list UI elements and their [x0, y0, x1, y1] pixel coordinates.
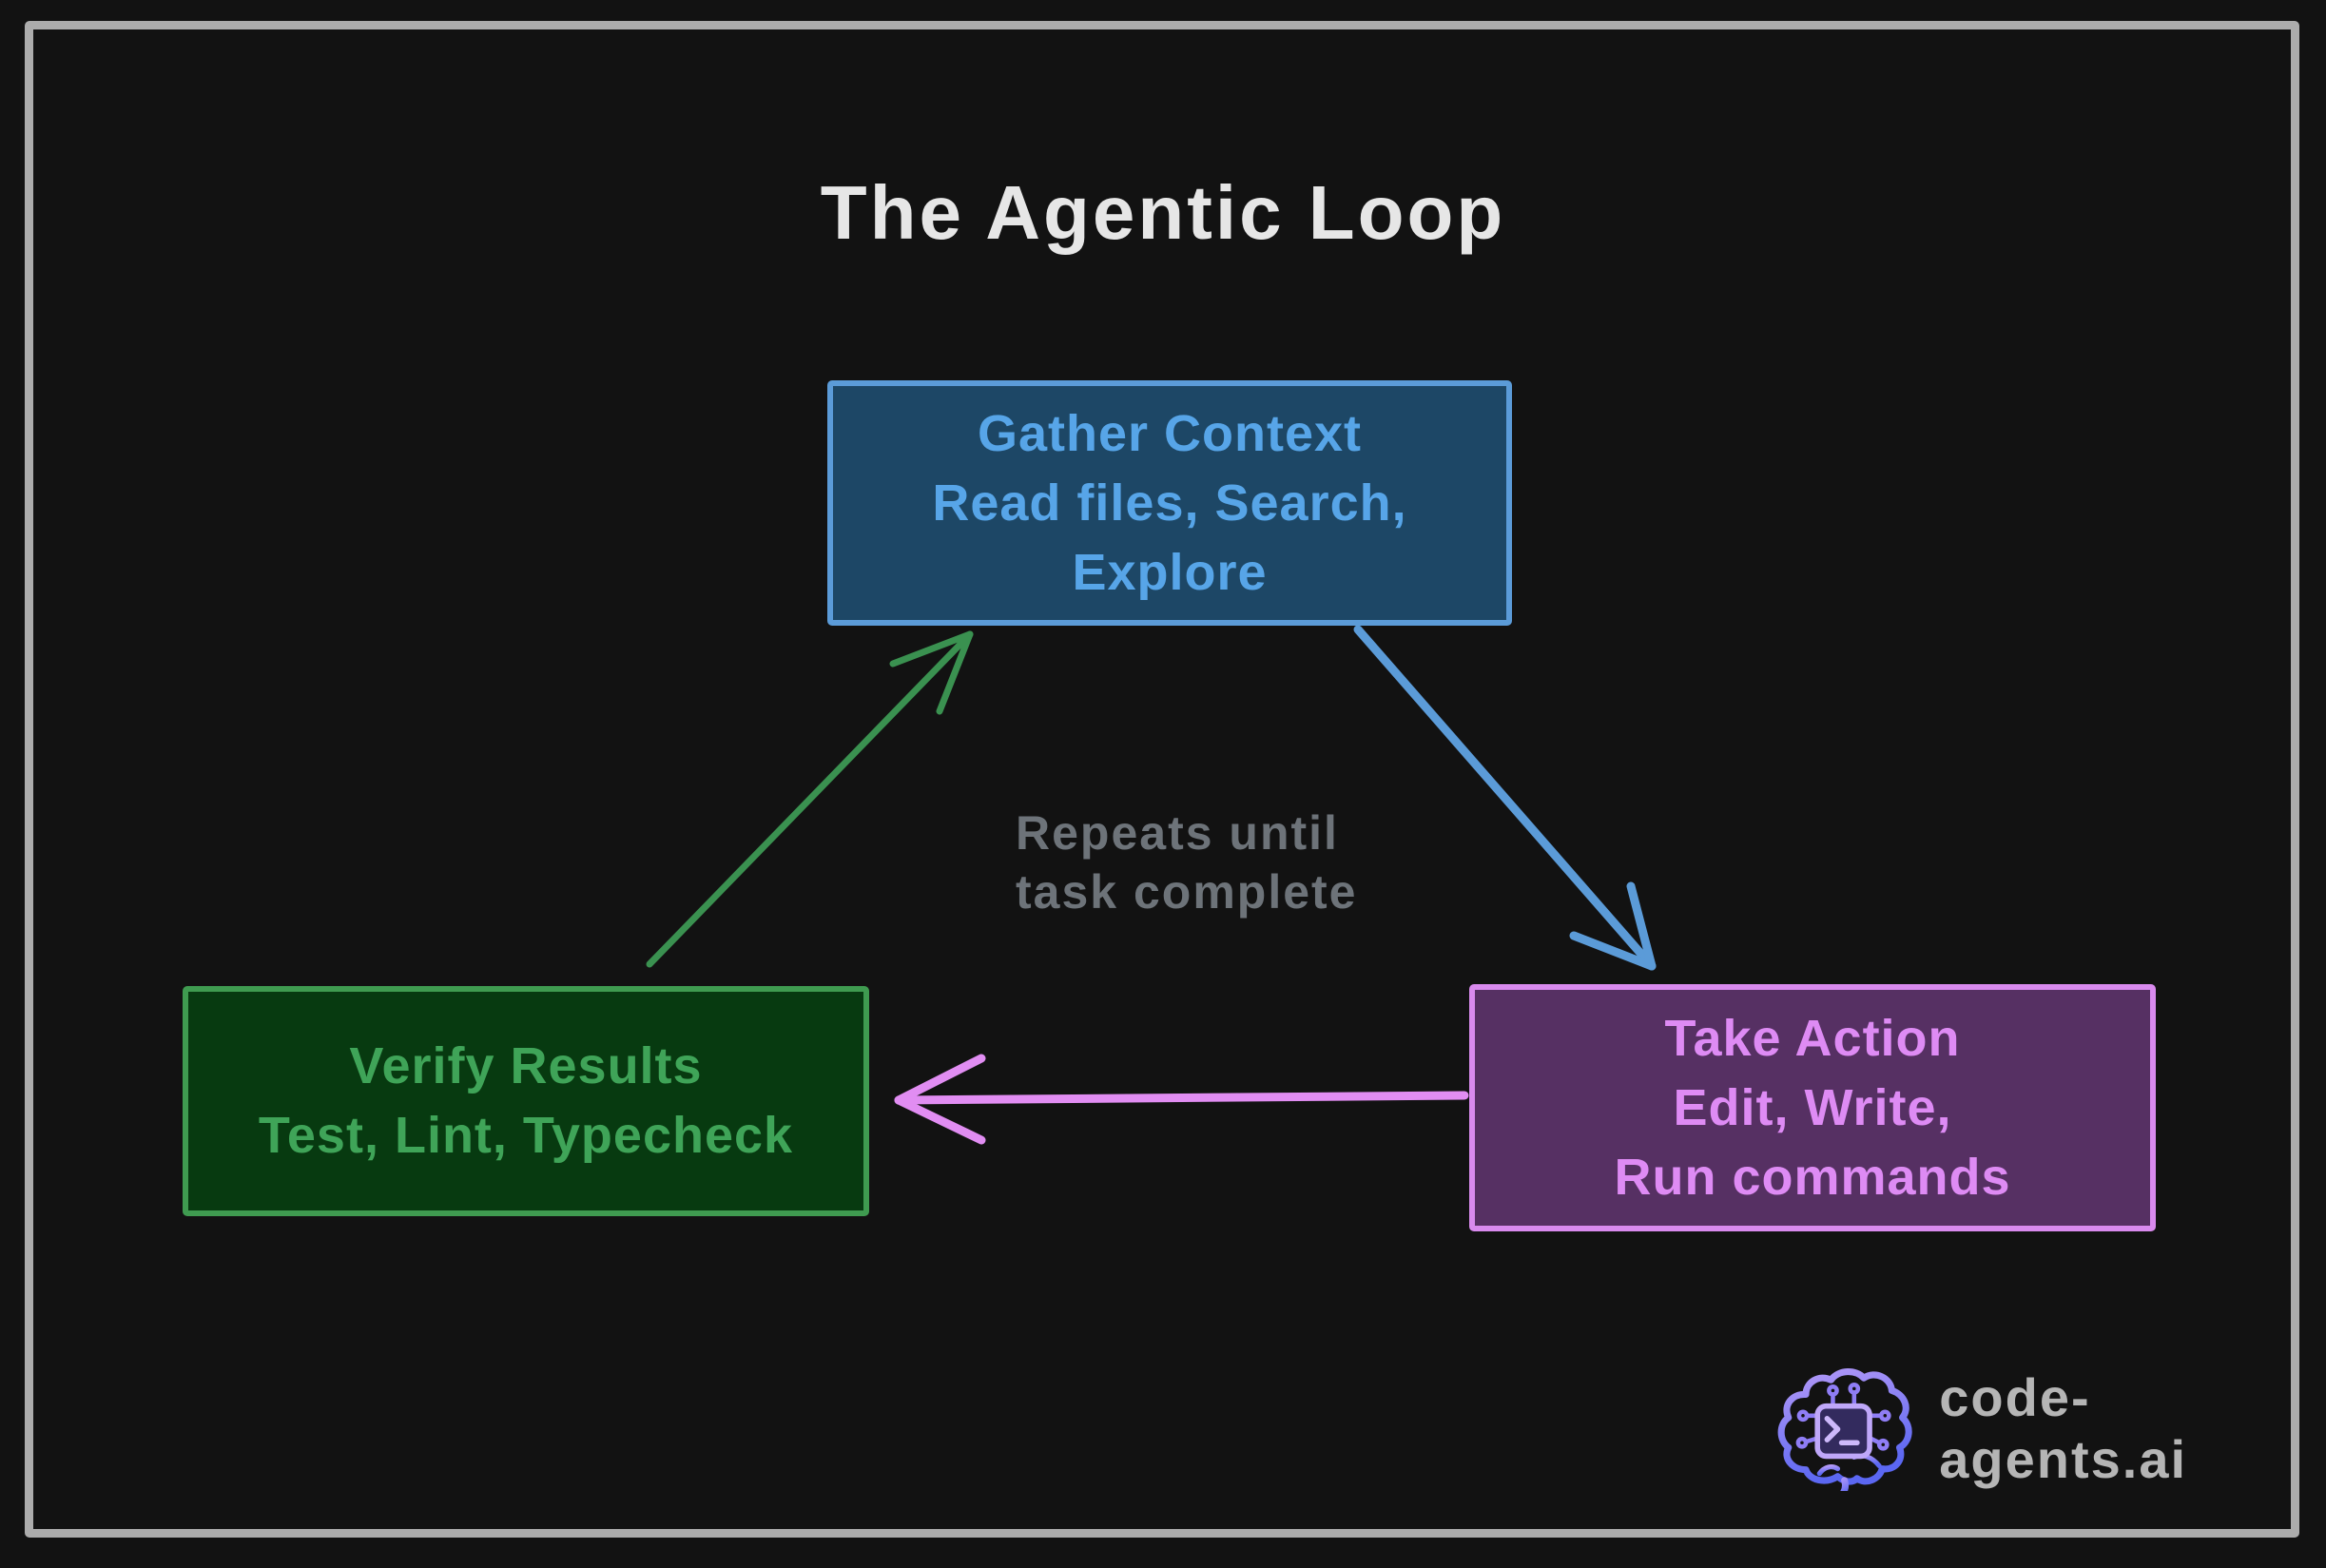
node-line: Take Action — [1664, 1009, 1961, 1067]
loop-note: Repeats until task complete — [1016, 803, 1357, 921]
node-line: Gather Context — [977, 404, 1363, 462]
brand-footer: code-agents.ai — [1776, 1365, 2326, 1491]
loop-note-line: Repeats until — [1016, 806, 1339, 860]
node-line: Verify Results — [349, 1037, 703, 1094]
brand-text: code-agents.ai — [1939, 1367, 2188, 1489]
node-line: Test, Lint, Typecheck — [258, 1107, 794, 1164]
node-line: Edit, Write, — [1673, 1078, 1952, 1136]
node-gather-context: Gather Context Read files, Search, Explo… — [827, 380, 1512, 626]
node-verify-results: Verify Results Test, Lint, Typecheck — [183, 986, 869, 1216]
loop-note-line: task complete — [1016, 865, 1358, 919]
canvas-frame — [25, 21, 2299, 1538]
brain-terminal-icon — [1777, 1368, 1912, 1491]
diagram-title: The Agentic Loop — [820, 170, 1506, 255]
node-line: Explore — [1072, 543, 1268, 601]
node-take-action: Take Action Edit, Write, Run commands — [1469, 984, 2156, 1231]
node-line: Read files, Search, — [932, 474, 1407, 532]
node-line: Run commands — [1614, 1148, 2011, 1206]
